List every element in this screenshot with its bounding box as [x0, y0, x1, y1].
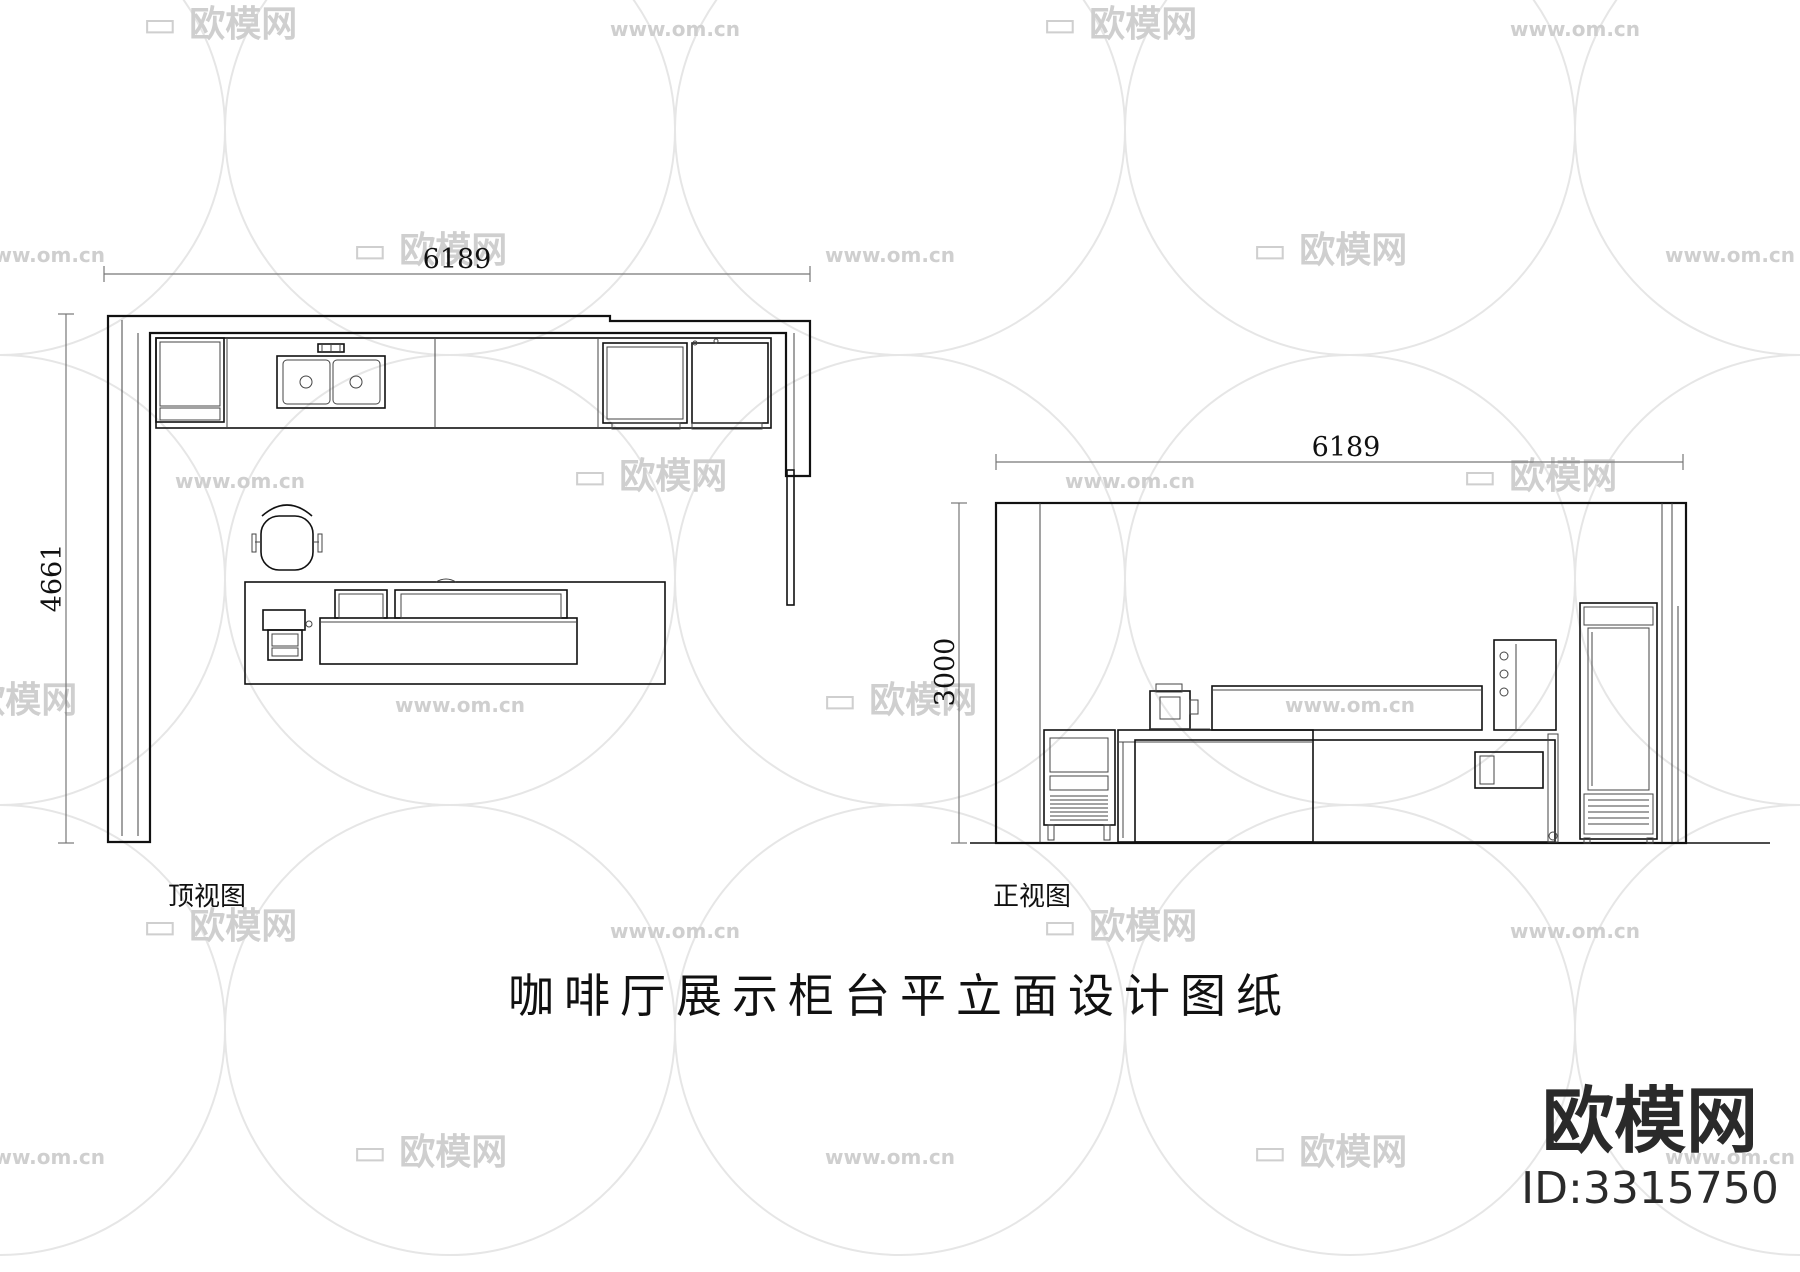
watermark-brand: ▭ 欧模网 — [1043, 4, 1198, 45]
front-height-dimension: 3000 — [930, 638, 961, 707]
plan-bar-chair — [251, 504, 323, 571]
watermark-url: www.om.cn — [0, 1145, 105, 1169]
watermark-url: www.om.cn — [1510, 919, 1640, 943]
watermark-arc — [0, 804, 226, 1256]
watermark-brand: ▭ 欧模网 — [143, 906, 298, 947]
watermark-brand: ▭ 欧模网 — [353, 1132, 508, 1173]
plan-front-counter — [244, 581, 666, 685]
watermark-arc — [1574, 0, 1800, 356]
plan-undercounter-fridge — [155, 337, 225, 423]
watermark-url: www.om.cn — [825, 1145, 955, 1169]
front-counter-body — [1134, 739, 1556, 843]
watermark-brand: ▭ 欧模网 — [353, 230, 508, 271]
plan-undercounter-unit-a — [602, 342, 688, 424]
watermark-url: www.om.cn — [825, 243, 955, 267]
watermark-arc — [1124, 804, 1576, 1256]
brand-name: 欧模网 — [1541, 1079, 1758, 1163]
watermark-arc — [674, 804, 1126, 1256]
watermark-url: www.om.cn — [1510, 17, 1640, 41]
plan-double-sink — [276, 343, 386, 409]
watermark-arc — [1124, 0, 1576, 356]
front-view-caption: 正视图 — [993, 882, 1072, 912]
front-width-dimension: 6189 — [1312, 432, 1381, 463]
plan-depth-dimension: 4661 — [37, 544, 68, 613]
front-view-drawing: 6189 3000 — [930, 432, 1770, 845]
plan-pos-register — [262, 609, 313, 661]
front-pos-register — [1474, 751, 1544, 789]
watermark-arc — [1574, 804, 1800, 1256]
watermark-brand: ▭ 欧模网 — [0, 680, 77, 721]
watermark-url: www.om.cn — [1065, 469, 1195, 493]
watermark-arc — [674, 0, 1126, 356]
watermark-url: www.om.cn — [1285, 693, 1415, 717]
watermark-url: www.om.cn — [1665, 1145, 1795, 1169]
front-display-case — [1211, 685, 1483, 731]
watermark-url: www.om.cn — [610, 17, 740, 41]
plan-wall — [106, 314, 812, 844]
plan-display-case — [319, 617, 578, 665]
plan-view-drawing: 6189 4661 — [37, 244, 812, 844]
watermark-brand: ▭ 欧模网 — [143, 4, 298, 45]
plan-undercounter-unit-b — [691, 342, 769, 424]
watermark-brand: ▭ 欧模网 — [1253, 1132, 1408, 1173]
front-coffee-machine — [1149, 683, 1210, 730]
plan-back-counter — [155, 337, 772, 429]
brand-id: ID:3315750 — [1521, 1163, 1779, 1214]
front-oven-stack — [1493, 639, 1559, 843]
watermark-arc — [224, 0, 676, 356]
drawing-title: 咖啡厅展示柜台平立面设计图纸 — [508, 969, 1292, 1023]
front-room-outline — [994, 501, 1688, 845]
watermark-brand: ▭ 欧模网 — [823, 680, 978, 721]
front-ice-machine — [1043, 729, 1116, 841]
plan-view-caption: 顶视图 — [168, 882, 247, 912]
watermark-url: www.om.cn — [1665, 243, 1795, 267]
watermark-url: www.om.cn — [175, 469, 305, 493]
watermark-arc — [224, 804, 676, 1256]
watermark-arc — [0, 0, 226, 356]
watermark-url: www.om.cn — [0, 243, 105, 267]
front-upright-fridge — [1579, 602, 1658, 844]
watermark-brand: ▭ 欧模网 — [573, 456, 728, 497]
watermark-brand: ▭ 欧模网 — [1043, 906, 1198, 947]
watermark-arc — [1574, 354, 1800, 806]
watermark-url: www.om.cn — [395, 693, 525, 717]
watermark-brand: ▭ 欧模网 — [1253, 230, 1408, 271]
brand-block: 欧模网 ID:3315750 — [1515, 1085, 1785, 1216]
watermark-arc — [1124, 354, 1576, 806]
plan-door-leaf — [786, 469, 795, 606]
watermark-brand: ▭ 欧模网 — [1463, 456, 1618, 497]
plan-width-dimension: 6189 — [423, 244, 492, 275]
front-back-counter — [1117, 729, 1314, 843]
watermark-url: www.om.cn — [610, 919, 740, 943]
